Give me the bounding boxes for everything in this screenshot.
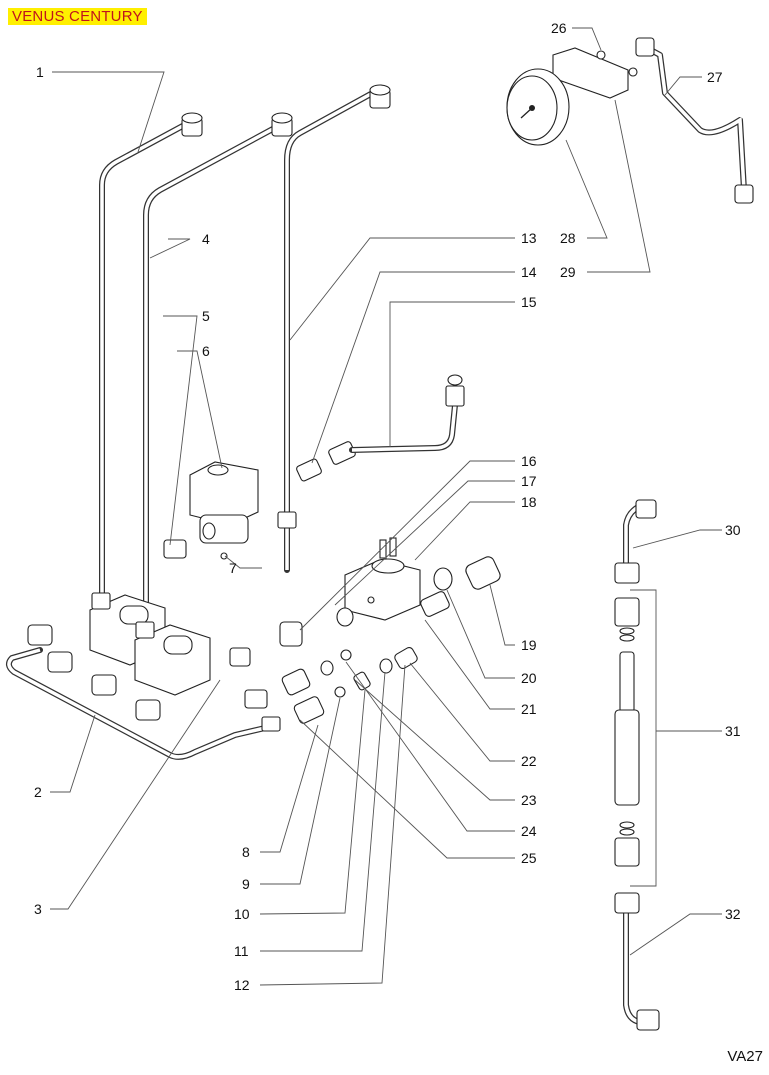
callout-24: 24	[521, 823, 537, 839]
callout-32: 32	[725, 906, 741, 922]
callout-15: 15	[521, 294, 537, 310]
callout-27: 27	[707, 69, 723, 85]
callout-8: 8	[242, 844, 250, 860]
callout-17: 17	[521, 473, 537, 489]
pipe-15-part	[296, 374, 465, 482]
callout-4: 4	[202, 231, 210, 247]
callout-12: 12	[234, 977, 250, 993]
callout-18: 18	[521, 494, 537, 510]
callout-10: 10	[234, 906, 250, 922]
callout-25: 25	[521, 850, 537, 866]
callout-20: 20	[521, 670, 537, 686]
callout-6: 6	[202, 343, 210, 359]
callout-14: 14	[521, 264, 537, 280]
callout-31: 31	[725, 723, 741, 739]
callout-21: 21	[521, 701, 537, 717]
callout-13: 13	[521, 230, 537, 246]
callout-19: 19	[521, 637, 537, 653]
pressure-gauge-part	[506, 37, 754, 204]
callout-9: 9	[242, 876, 250, 892]
callout-5: 5	[202, 308, 210, 324]
callout-1: 1	[36, 64, 44, 80]
pressure-switch-assembly	[279, 537, 501, 724]
callout-28: 28	[560, 230, 576, 246]
callout-11: 11	[234, 943, 249, 959]
callout-26: 26	[551, 20, 567, 36]
callout-labels: 1 2 3 4 5 6 7 8 9 10 11 12 13 14 15 16 1…	[34, 20, 741, 993]
callout-2: 2	[34, 784, 42, 800]
pipe-assembly-top	[99, 84, 391, 643]
callout-22: 22	[521, 753, 537, 769]
callout-30: 30	[725, 522, 741, 538]
callout-29: 29	[560, 264, 576, 280]
callout-16: 16	[521, 453, 537, 469]
drawing-code: VA27	[727, 1048, 763, 1065]
level-gauge-assembly	[614, 499, 660, 1031]
callout-3: 3	[34, 901, 42, 917]
callout-7: 7	[229, 560, 237, 576]
callout-23: 23	[521, 792, 537, 808]
solenoid-valve-part	[163, 461, 259, 560]
model-title: VENUS CENTURY	[8, 8, 147, 25]
manifold-assembly	[6, 592, 281, 760]
leader-lines	[50, 27, 722, 986]
